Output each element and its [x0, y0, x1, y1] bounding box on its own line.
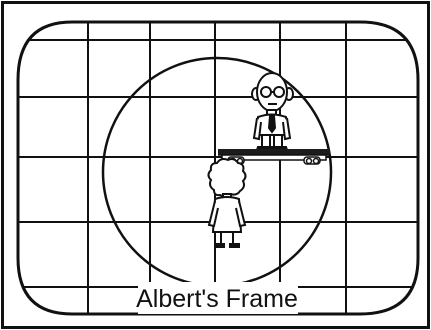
caption-label: Albert's Frame	[136, 285, 298, 313]
albert-figure	[252, 73, 293, 150]
